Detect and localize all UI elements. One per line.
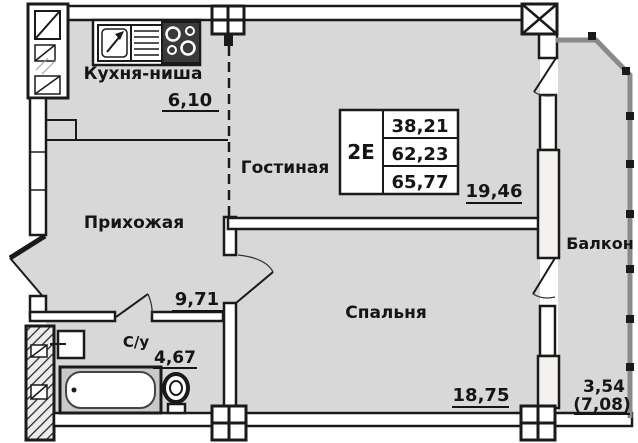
walls bbox=[8, 2, 634, 442]
right-wall-pier-top bbox=[537, 30, 559, 60]
divider-wall-lower bbox=[222, 301, 238, 415]
stove-icon bbox=[161, 21, 201, 64]
bathroom-wall-right-segment bbox=[150, 310, 225, 323]
floor-areas bbox=[10, 18, 630, 420]
entrance-angled-wall bbox=[8, 233, 47, 261]
balcony-door-bedroom bbox=[532, 257, 556, 299]
toilet-icon bbox=[162, 372, 190, 415]
bathroom-door bbox=[115, 293, 153, 318]
door-swing-icon bbox=[235, 271, 274, 304]
ventilation-shaft-icon bbox=[26, 2, 70, 100]
balcony-area: 3,54 bbox=[583, 377, 625, 397]
right-wall-pier-bottom bbox=[536, 354, 561, 410]
column-icon bbox=[519, 404, 557, 442]
living-window bbox=[538, 93, 558, 152]
bedroom-door bbox=[235, 254, 274, 304]
column-icon bbox=[210, 4, 246, 46]
kitchen-equipment bbox=[91, 18, 202, 67]
bottom-exterior-wall bbox=[52, 411, 634, 428]
kitchen-area: 6,10 bbox=[168, 90, 212, 111]
kitchen-label: Кухня-ниша bbox=[84, 64, 203, 84]
bedroom-label: Спальня bbox=[345, 303, 427, 323]
unit-info-table: 2Е 38,21 62,23 65,77 bbox=[338, 108, 460, 196]
entrance-recess-floor bbox=[10, 233, 46, 302]
balcony-floor bbox=[558, 40, 630, 420]
balcony-railing bbox=[556, 32, 634, 418]
column-icon bbox=[520, 2, 559, 36]
apartment-floor bbox=[46, 18, 540, 415]
door-swing-icon bbox=[9, 257, 46, 300]
living-label: Гостиная bbox=[241, 158, 330, 178]
drainer-icon bbox=[130, 24, 163, 62]
right-wall-pier-middle bbox=[536, 148, 561, 260]
living-area: 19,46 bbox=[466, 181, 523, 202]
unit-area-main: 62,23 bbox=[392, 144, 449, 165]
unit-type-label: 2Е bbox=[347, 140, 375, 164]
left-exterior-wall bbox=[28, 96, 48, 237]
top-exterior-wall bbox=[62, 4, 527, 22]
utility-shaft bbox=[24, 324, 56, 442]
hallway-label: Прихожая bbox=[84, 213, 184, 233]
room-labels: Кухня-ниша 6,10 Гостиная 19,46 Прихожая … bbox=[84, 64, 634, 415]
bedroom-window bbox=[538, 304, 557, 358]
bathtub-icon bbox=[58, 365, 163, 415]
bathroom-fixtures bbox=[50, 329, 190, 415]
bedroom-area: 18,75 bbox=[453, 385, 510, 406]
balcony-area-brackets: (7,08) bbox=[573, 395, 630, 415]
hallway-area: 9,71 bbox=[175, 289, 219, 310]
balcony-door-living bbox=[533, 57, 557, 97]
balcony-label: Балкон bbox=[566, 234, 634, 253]
door-swing-icon bbox=[533, 57, 557, 93]
unit-area-total: 65,77 bbox=[392, 172, 449, 193]
bathroom-wall-left-segment bbox=[28, 310, 117, 323]
bathroom-label: С/у bbox=[123, 333, 149, 351]
column-icon bbox=[210, 404, 248, 442]
door-swing-icon bbox=[115, 293, 149, 318]
unit-area-living: 38,21 bbox=[392, 116, 449, 137]
railing-posts bbox=[588, 32, 634, 371]
door-swing-icon bbox=[532, 257, 556, 295]
washbasin-icon bbox=[50, 329, 86, 360]
living-bedroom-wall bbox=[226, 216, 542, 231]
bathroom-area: 4,67 bbox=[154, 348, 196, 368]
sink-icon bbox=[97, 24, 132, 62]
